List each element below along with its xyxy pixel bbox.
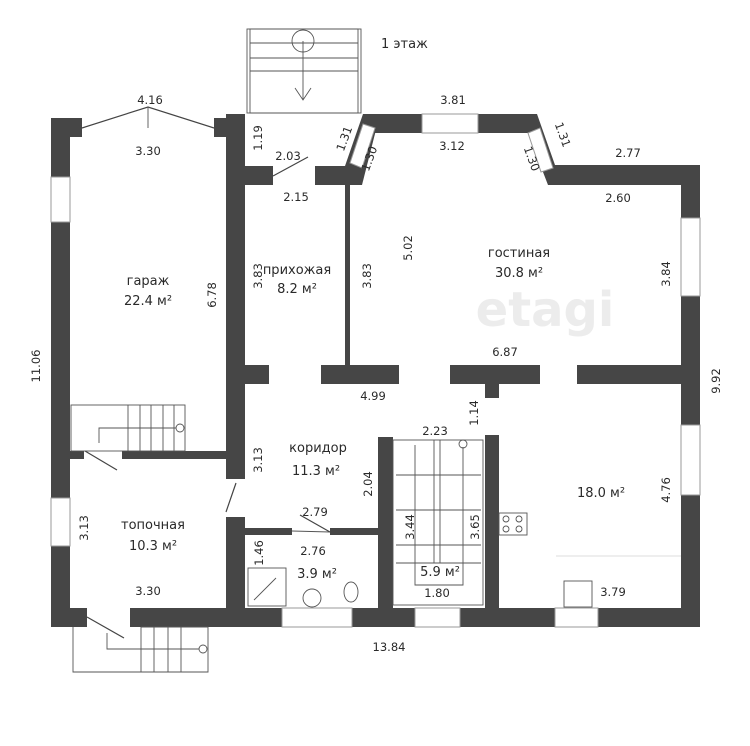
dimension: 3.30 (135, 584, 161, 598)
dimension: 3.13 (77, 515, 91, 541)
dimension: 2.77 (615, 146, 641, 160)
watermark: etagi (476, 282, 615, 338)
dimension: 2.03 (275, 149, 301, 163)
dimension: 4.16 (137, 93, 163, 107)
room-name-corridor: коридор (289, 441, 347, 456)
dimension: 2.60 (605, 191, 631, 205)
room-name-boiler: топочная (121, 518, 185, 533)
dimension: 6.78 (205, 282, 219, 308)
windows (50, 113, 701, 628)
dimension: 2.23 (422, 424, 448, 438)
interior-stairs (392, 439, 484, 606)
room-area-stairwell: 5.9 м² (420, 565, 460, 580)
dimension: 4.99 (360, 389, 386, 403)
dimension: 2.76 (300, 544, 326, 558)
dimension: 3.44 (403, 514, 417, 540)
room-area-corridor: 11.3 м² (292, 464, 340, 479)
dimension: 3.13 (251, 447, 265, 473)
dimension: 3.79 (600, 585, 626, 599)
dimension: 13.84 (373, 640, 406, 654)
kitchen-fixtures (498, 512, 681, 608)
room-area-living: 30.8 м² (495, 266, 543, 281)
dimension: 3.83 (360, 263, 374, 289)
room-area-boiler: 10.3 м² (129, 539, 177, 554)
dimension: 1.14 (467, 400, 481, 426)
dimension: 1.80 (424, 586, 450, 600)
room-labels: гараж 22.4 м² прихожая 8.2 м² гостиная 3… (121, 246, 625, 582)
dimension: 6.87 (492, 345, 518, 359)
dimension: 1.19 (251, 125, 265, 151)
dimension: 3.83 (251, 263, 265, 289)
dimension: 2.04 (361, 471, 375, 497)
room-area-garage: 22.4 м² (124, 294, 172, 309)
entry-stairs (246, 28, 362, 114)
dimension: 3.30 (135, 144, 161, 158)
dimension: 3.12 (439, 139, 465, 153)
floor-title: 1 этаж (381, 37, 428, 52)
room-name-hall: прихожая (263, 263, 331, 278)
walls (51, 114, 700, 627)
dimension: 2.79 (302, 505, 328, 519)
room-name-living: гостиная (488, 246, 550, 261)
kitchen-sink-icon (563, 580, 593, 608)
room-area-kitchen: 18.0 м² (577, 486, 625, 501)
room-area-bathroom: 3.9 м² (297, 567, 337, 582)
doors (81, 106, 331, 639)
dimension: 1.46 (252, 540, 266, 566)
garage-stairs (70, 404, 186, 452)
sink-icon (302, 588, 322, 608)
dimension: 3.84 (659, 261, 673, 287)
dimension: 9.92 (709, 368, 723, 394)
back-stairs (72, 626, 209, 673)
toilet-icon (343, 581, 359, 603)
shower-icon (247, 567, 287, 607)
dimension: 3.81 (440, 93, 466, 107)
dimension: 3.65 (468, 514, 482, 540)
dimension: 5.02 (401, 235, 415, 261)
dimension: 1.31 (552, 120, 574, 149)
bathroom-fixtures (247, 567, 359, 608)
room-name-garage: гараж (127, 274, 170, 289)
room-area-hall: 8.2 м² (277, 282, 317, 297)
dimension: 11.06 (29, 350, 43, 383)
dimension: 2.15 (283, 190, 309, 204)
stove-icon (498, 512, 528, 536)
dimension: 4.76 (659, 477, 673, 503)
